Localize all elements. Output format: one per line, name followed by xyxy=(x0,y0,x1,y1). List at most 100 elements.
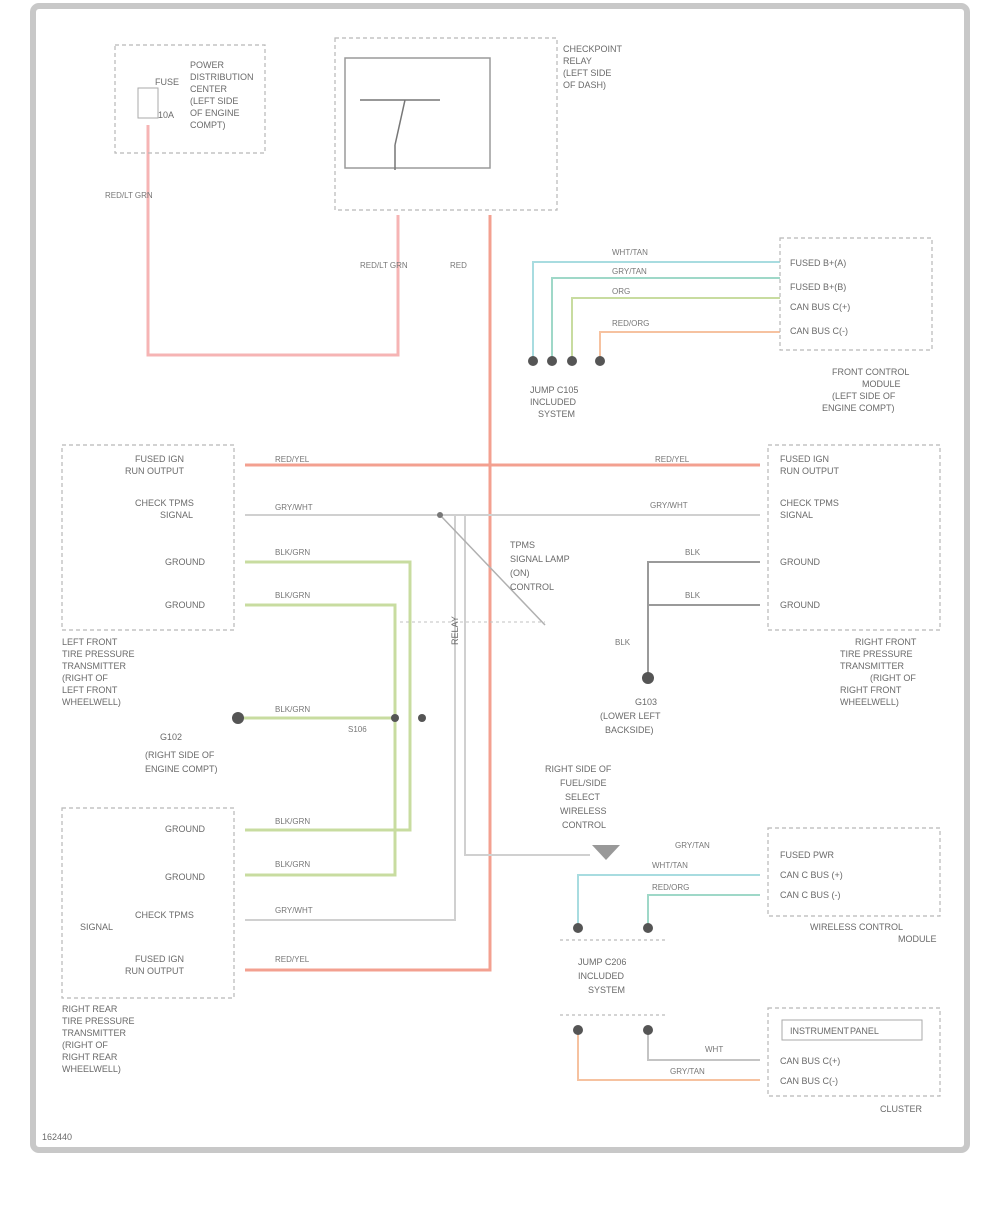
g103-label-1: G103 xyxy=(635,697,657,707)
relay-in-label: RED xyxy=(450,261,467,270)
hub-bottom-pin-4 xyxy=(643,1025,653,1035)
lf-label-4: (RIGHT OF xyxy=(62,673,108,683)
relay-label-3: (LEFT SIDE xyxy=(563,68,611,78)
cluster-wire-a xyxy=(577,1030,760,1081)
wcm-c-label: RED/ORG xyxy=(652,883,689,892)
rf-pin-3: GROUND xyxy=(780,557,820,567)
power-trunk-wire xyxy=(245,215,492,972)
rr-pin-1: GROUND xyxy=(165,824,205,834)
blk-gnd-label: BLK xyxy=(615,638,631,647)
hub-bottom-pin-3 xyxy=(573,1025,583,1035)
rf-pin-2b: SIGNAL xyxy=(780,510,813,520)
ground-wire-b xyxy=(245,603,397,877)
relay-label-2: RELAY xyxy=(563,56,592,66)
wcm-b-label: WHT/TAN xyxy=(652,861,688,870)
hub-top-pin-1 xyxy=(528,356,538,366)
can-org-label: ORG xyxy=(612,287,630,296)
wcm-outline xyxy=(767,827,941,917)
lf-pin-3: GROUND xyxy=(165,557,205,567)
fuse-box-label-6: COMPT) xyxy=(190,120,226,130)
fuse-box-label-4: (LEFT SIDE xyxy=(190,96,238,106)
rf-pin-1a: FUSED IGN xyxy=(780,454,829,464)
splice-dot-1 xyxy=(391,714,399,722)
lf-label-1: LEFT FRONT xyxy=(62,637,118,647)
relay-out-label: RED/LT GRN xyxy=(360,261,408,270)
mid-conn-label-4: WIRELESS xyxy=(560,806,607,816)
fcm-pin-1: FUSED B+(A) xyxy=(790,258,846,268)
green-d-label: BLK/GRN xyxy=(275,817,310,826)
relay-coil-box xyxy=(344,57,491,169)
lf-label-5: LEFT FRONT xyxy=(62,685,118,695)
rf-pin-4: GROUND xyxy=(780,600,820,610)
wcm-label-1: WIRELESS CONTROL xyxy=(810,922,903,932)
lf-pin-2b: SIGNAL xyxy=(160,510,193,520)
hub-bottom-label-1: JUMP C206 xyxy=(578,957,626,967)
can-wire-top-4 xyxy=(599,331,780,358)
g103-label-2: (LOWER LEFT xyxy=(600,711,661,721)
cluster-b-label: GRY/TAN xyxy=(670,1067,705,1076)
can-wire-top-1 xyxy=(532,261,780,358)
fuse-relay-wire xyxy=(146,125,400,357)
blk-r2-label: BLK xyxy=(685,591,701,600)
fcm-label-3: (LEFT SIDE OF xyxy=(832,391,896,401)
lf-pin-4: GROUND xyxy=(165,600,205,610)
rf-label-4: (RIGHT OF xyxy=(870,673,916,683)
wcm-a-label: GRY/TAN xyxy=(675,841,710,850)
lf-pin-1b: RUN OUTPUT xyxy=(125,466,184,476)
wcm-wire-b xyxy=(647,894,760,928)
rr-pin-4a: FUSED IGN xyxy=(135,954,184,964)
rf-label-2: TIRE PRESSURE xyxy=(840,649,913,659)
fuse-amp-label: 10A xyxy=(158,110,174,120)
g102-ground-symbol xyxy=(232,712,244,724)
fuse-box-label-2: DISTRIBUTION xyxy=(190,72,254,82)
rf-label-3: TRANSMITTER xyxy=(840,661,904,671)
shield-vertical-label: RELAY xyxy=(450,616,460,645)
lf-sensor-outline xyxy=(61,444,235,631)
red-left-label: RED/YEL xyxy=(275,455,310,464)
green-b-label: BLK/GRN xyxy=(275,591,310,600)
cluster-outline xyxy=(767,1007,941,1097)
fuse-box-label-3: CENTER xyxy=(190,84,228,94)
lf-label-6: WHEELWELL) xyxy=(62,697,121,707)
switch-label-3: (ON) xyxy=(510,568,530,578)
lf-pin-1a: FUSED IGN xyxy=(135,454,184,464)
relay-label-4: OF DASH) xyxy=(563,80,606,90)
mid-conn-label-5: CONTROL xyxy=(562,820,606,830)
splice-dot-2 xyxy=(418,714,426,722)
cluster-pin-1: INSTRUMENT xyxy=(790,1026,849,1036)
g103-label-3: BACKSIDE) xyxy=(605,725,654,735)
red-lr-label: RED/YEL xyxy=(275,955,310,964)
can-wire-top-2 xyxy=(551,277,780,358)
gray-lr-label: GRY/WHT xyxy=(275,906,313,915)
red-right-label: RED/YEL xyxy=(655,455,690,464)
mid-conn-symbol xyxy=(592,845,620,860)
wcm-pin-2: CAN C BUS (+) xyxy=(780,870,843,880)
rr-label-2: TIRE PRESSURE xyxy=(62,1016,135,1026)
cluster-a-label: WHT xyxy=(705,1045,723,1054)
hub-top-label-1: JUMP C105 xyxy=(530,385,578,395)
can-red-label: RED/ORG xyxy=(612,319,649,328)
g102-label-2: (RIGHT SIDE OF xyxy=(145,750,215,760)
rf-pin-1b: RUN OUTPUT xyxy=(780,466,839,476)
diagram-code: 162440 xyxy=(42,1132,72,1142)
hub-top-label-3: SYSTEM xyxy=(538,409,575,419)
cluster-pin-4: CAN BUS C(-) xyxy=(780,1076,838,1086)
rr-label-1: RIGHT REAR xyxy=(62,1004,118,1014)
wcm-wire-a xyxy=(577,874,760,928)
cluster-pin-2: PANEL xyxy=(850,1026,879,1036)
can-wht-label: WHT/TAN xyxy=(612,248,648,257)
rr-pin-3a: CHECK TPMS xyxy=(135,910,194,920)
hub-top-pin-3 xyxy=(567,356,577,366)
rf-ground-wire-a xyxy=(647,561,760,675)
fuse-label: FUSE xyxy=(155,77,179,87)
rf-pin-2a: CHECK TPMS xyxy=(780,498,839,508)
hub-bottom-label-3: SYSTEM xyxy=(588,985,625,995)
green-e-label: BLK/GRN xyxy=(275,860,310,869)
gray-right-label: GRY/WHT xyxy=(650,501,688,510)
fuse-wire-label: RED/LT GRN xyxy=(105,191,153,200)
rr-sensor-outline xyxy=(61,807,235,999)
fcm-pin-2: FUSED B+(B) xyxy=(790,282,846,292)
rr-pin-3b: SIGNAL xyxy=(80,922,113,932)
